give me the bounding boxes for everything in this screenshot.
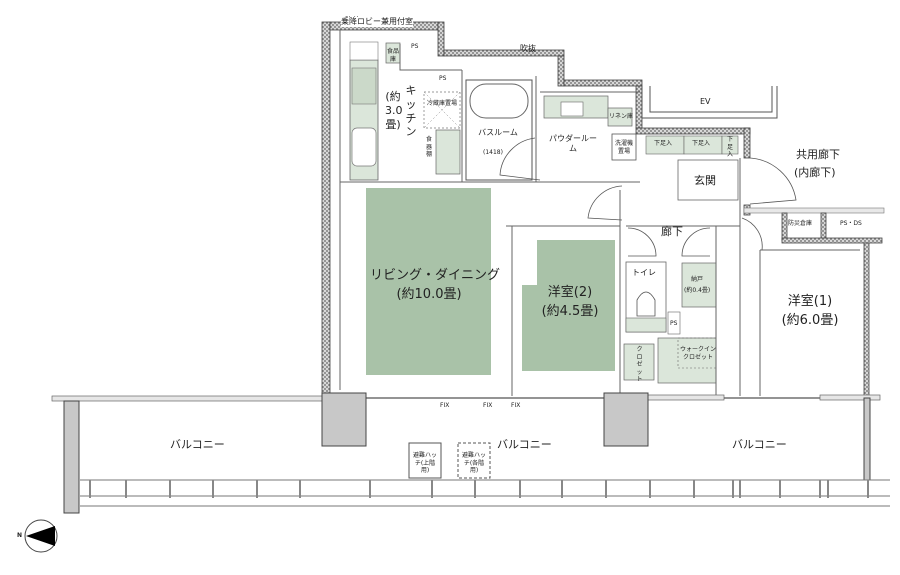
ps-small-label: PS <box>670 320 678 327</box>
column-left <box>321 392 367 447</box>
balcony-label-center: バルコニー <box>497 438 552 451</box>
bath-size: (1418) <box>483 149 503 156</box>
door-swings <box>499 137 797 257</box>
compass-north-label: N <box>17 532 23 539</box>
fixtures <box>349 41 739 384</box>
toilet-label: トイレ <box>632 268 656 277</box>
hatch-upper-label: 避難ハッチ(上階用) <box>412 452 437 474</box>
column-right <box>603 392 649 447</box>
shoebox-label-3: 下足入 <box>726 136 733 158</box>
cupboard-label: 食器棚 <box>425 136 432 158</box>
lobby-note-label: 乗降ロビー兼用付室 <box>341 17 413 27</box>
balcony-side-wall-right <box>863 397 871 481</box>
closet-label: クロゼット <box>636 346 643 383</box>
common-corridor-label: 共用廊下 <box>796 148 840 161</box>
compass-icon <box>24 519 58 553</box>
evacuation-hatch-upper <box>408 442 442 479</box>
washer-label: 洗濯機置場 <box>614 140 633 155</box>
fridge-label: 冷蔵庫置場 <box>427 100 458 107</box>
storage-size: (約0.4畳) <box>684 287 711 294</box>
powder-room-name: パウダールーム <box>549 134 597 153</box>
south-facade <box>51 394 881 402</box>
fukinuke-label: 吹抜 <box>520 44 536 53</box>
structural-walls <box>321 21 885 399</box>
hallway-label: 廊下 <box>661 225 683 238</box>
room1-size: (約6.0畳) <box>781 313 839 328</box>
walk-in-closet-label: ウォークインクロゼット <box>680 346 717 361</box>
shoebox-label-2: 下足入 <box>692 140 711 147</box>
balcony-label-right: バルコニー <box>732 438 787 451</box>
ps-label-2: PS <box>439 75 447 82</box>
living-dining-size: (約10.0畳) <box>396 287 462 302</box>
balcony-side-wall-left <box>63 400 80 514</box>
room2-area-lower <box>522 285 615 371</box>
kitchen-size: (約3.0畳) <box>385 90 403 131</box>
hatch-each-label: 避難ハッチ(各階用) <box>461 452 486 474</box>
evacuation-hatch-each <box>457 442 491 479</box>
room2-size: (約4.5畳) <box>541 304 599 319</box>
disaster-storage-label: 防災倉庫 <box>788 220 813 227</box>
ev-label: EV <box>700 97 711 106</box>
room2-name: 洋室(2) <box>547 285 593 300</box>
railing-posts <box>89 480 869 498</box>
interior-walls <box>339 30 860 396</box>
balcony-railing <box>80 479 890 507</box>
linen-label: リネン庫 <box>609 113 634 120</box>
storage-name: 納戸 <box>691 276 704 283</box>
fix-window-2: FIX <box>483 402 493 409</box>
fix-window-1: FIX <box>440 402 450 409</box>
living-dining-area <box>366 188 491 375</box>
ps-label-1: PS <box>411 43 419 50</box>
bath-name: バスルーム <box>478 128 518 137</box>
common-corridor-sub: (内廊下) <box>794 166 836 179</box>
fix-window-3: FIX <box>511 402 521 409</box>
room1-name: 洋室(1) <box>787 294 833 309</box>
ps-ds-label: PS・DS <box>840 220 862 227</box>
kitchen-name: キッチン <box>405 84 417 139</box>
genkan-label: 玄関 <box>694 174 716 187</box>
shoebox-label-1: 下足入 <box>654 140 673 147</box>
balcony-label-left: バルコニー <box>170 438 225 451</box>
living-dining-name: リビング・ダイニング <box>370 268 501 283</box>
elevator-shaft <box>641 86 778 119</box>
food-storage-label: 食品庫 <box>387 48 400 63</box>
